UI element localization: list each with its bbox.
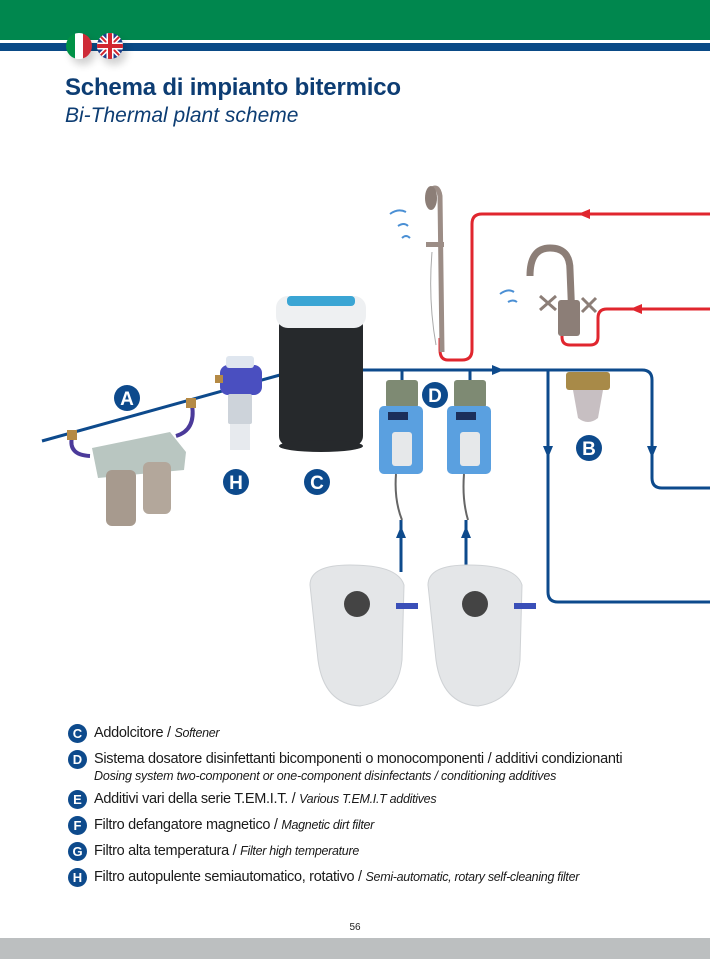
flow-arrow-icon	[543, 446, 553, 458]
svg-text:C: C	[310, 473, 324, 494]
hot-water-pipes	[438, 212, 710, 362]
dosing-pumps[interactable]	[379, 380, 491, 521]
legend-text-en: Various T.EM.I.T additives	[299, 792, 437, 806]
svg-text:B: B	[582, 439, 596, 460]
badge-c: C	[304, 469, 330, 495]
legend-text-en: Filter high temperature	[240, 844, 359, 858]
legend-text-en: Softener	[174, 726, 220, 740]
legend-item-c: C Addolcitore / Softener	[68, 724, 708, 743]
legend-text-en: Dosing system two-component or one-compo…	[94, 769, 557, 783]
badge-g-icon: G	[68, 842, 87, 861]
legend-text-it: Filtro defangatore magnetico /	[94, 817, 282, 833]
chemical-tanks	[309, 564, 536, 707]
legend-text-it: Additivi vari della serie T.EM.I.T. /	[94, 791, 300, 807]
legend-item-g: G Filtro alta temperatura / Filter high …	[68, 842, 708, 861]
self-cleaning-filter[interactable]	[215, 356, 262, 450]
header-green-band	[0, 0, 710, 40]
flow-arrow-icon	[461, 526, 471, 538]
badge-b: B	[576, 435, 602, 461]
badge-h: H	[223, 469, 249, 495]
faucet	[499, 244, 598, 336]
hot-arrow-icon	[630, 304, 642, 314]
legend-text-en: Magnetic dirt filter	[281, 818, 375, 832]
high-temperature-filter[interactable]	[566, 372, 610, 422]
italy-flag-icon[interactable]	[66, 33, 92, 59]
hot-arrow-icon	[578, 209, 590, 219]
badge-f-icon: F	[68, 816, 87, 835]
header-divider	[0, 40, 710, 43]
legend-item-e: E Additivi vari della serie T.EM.I.T. / …	[68, 790, 708, 809]
legend-item-h: H Filtro autopulente semiautomatico, rot…	[68, 868, 708, 887]
page-number: 56	[349, 922, 361, 933]
shower	[389, 185, 445, 353]
softener[interactable]	[276, 296, 366, 452]
badge-h-icon: H	[68, 868, 87, 887]
legend-item-f: F Filtro defangatore magnetico / Magneti…	[68, 816, 708, 835]
legend-text-it: Addolcitore /	[94, 725, 175, 741]
flow-arrow-icon	[396, 526, 406, 538]
page-subtitle: Bi-Thermal plant scheme	[65, 104, 299, 127]
legend-item-d: D Sistema dosatore disinfettanti bicompo…	[68, 750, 708, 769]
svg-text:D: D	[428, 386, 442, 407]
badge-d: D	[422, 382, 448, 408]
footer-bar	[0, 938, 710, 959]
badge-a: A	[114, 385, 140, 411]
legend-text-it: Sistema dosatore disinfettanti bicompone…	[94, 751, 623, 767]
flow-arrow-icon	[492, 365, 504, 375]
legend-text-en: Semi-automatic, rotary self-cleaning fil…	[365, 870, 580, 884]
badge-d-icon: D	[68, 750, 87, 769]
legend-text-it: Filtro autopulente semiautomatico, rotat…	[94, 869, 366, 885]
svg-text:H: H	[229, 473, 243, 494]
badge-e-icon: E	[68, 790, 87, 809]
legend: C Addolcitore / Softener D Sistema dosat…	[68, 724, 708, 894]
legend-text-it: Filtro alta temperatura /	[94, 843, 241, 859]
svg-text:A: A	[120, 389, 134, 410]
double-cartridge-filter[interactable]	[67, 398, 196, 526]
page-title: Schema di impianto bitermico	[65, 74, 401, 101]
badge-c-icon: C	[68, 724, 87, 743]
flow-arrow-icon	[647, 446, 657, 458]
header-blue-band	[0, 43, 710, 51]
plant-diagram: A H C D B	[41, 185, 710, 707]
uk-flag-icon[interactable]	[97, 33, 123, 59]
